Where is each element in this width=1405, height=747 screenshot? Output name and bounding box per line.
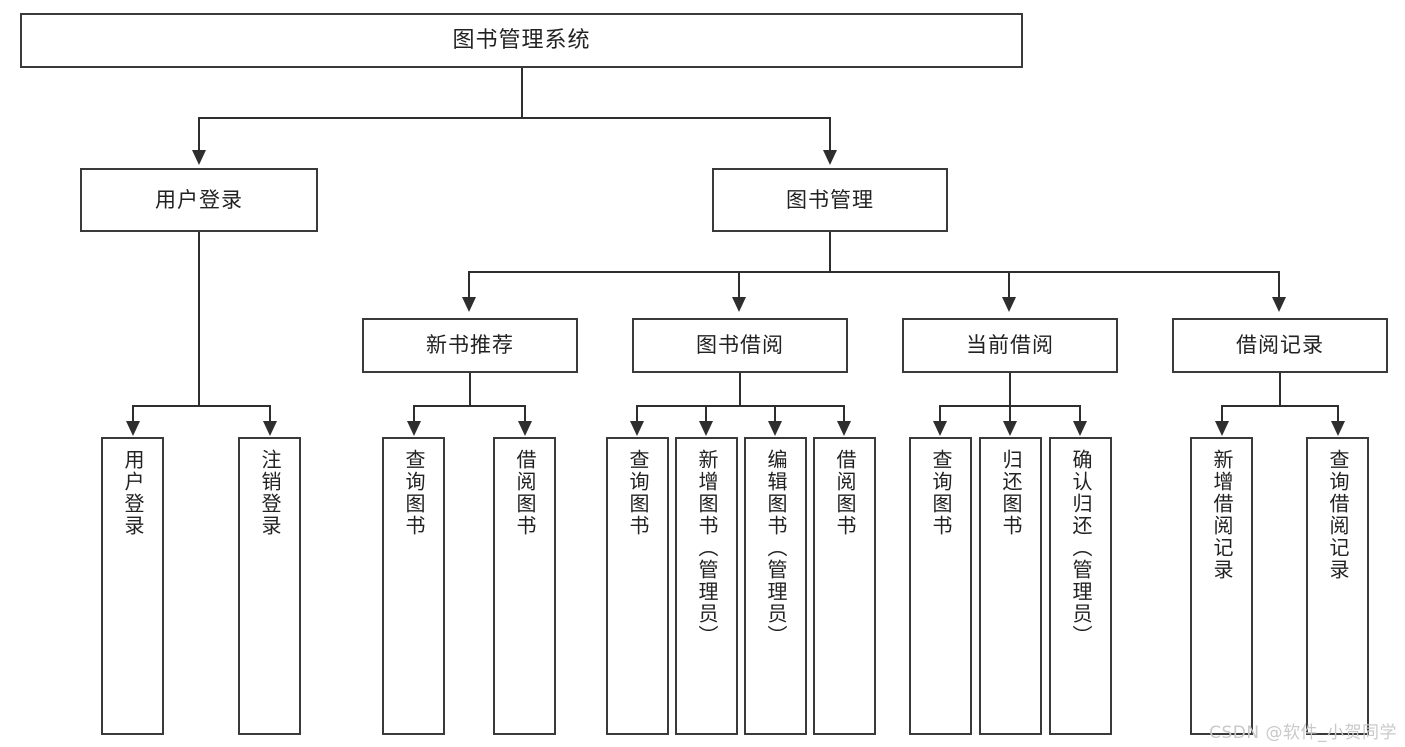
node-book-management[interactable]: 图书管理 [712,168,948,232]
arrow-bb-to-leaf-4 [837,421,851,436]
watermark-text: CSDN @软件_小贺同学 [1209,723,1397,743]
edge-root-to-user-login [198,117,200,153]
leaf-user-login-login[interactable]: 用户登录 [101,437,164,735]
edge-borrow-record-bus [1222,405,1338,407]
arrow-root-to-user-login [192,150,206,165]
edge-root-bus [199,117,831,119]
edge-nb-to-leaf-2 [524,405,526,423]
node-label: 图书管理系统 [452,27,591,53]
node-borrow-record[interactable]: 借阅记录 [1172,318,1388,373]
edge-bm-to-book-borrow [738,271,740,299]
edge-br-to-leaf-2 [1337,405,1339,423]
arrow-br-to-leaf-1 [1215,421,1229,436]
edge-borrow-record-stem [1279,373,1281,405]
edge-book-management-bus [469,271,1280,273]
leaf-book-borrow-borrow-book[interactable]: 借阅图书 [813,437,876,735]
edge-nb-to-leaf-1 [413,405,415,423]
node-current-borrow[interactable]: 当前借阅 [902,318,1118,373]
arrow-bm-to-new-book [462,297,476,312]
edge-book-borrow-bus [637,405,844,407]
node-book-borrow[interactable]: 图书借阅 [632,318,848,373]
node-label: 查询借阅记录 [1326,449,1350,581]
node-label: 新增借阅记录 [1210,449,1234,581]
edge-current-borrow-stem [1009,373,1011,405]
edge-cb-to-leaf-3 [1079,405,1081,423]
edge-user-login-to-leaf-2 [269,405,271,423]
node-label: 新增图书（管理员） [695,449,719,647]
leaf-book-borrow-query-book[interactable]: 查询图书 [606,437,669,735]
edge-bb-to-leaf-2 [705,405,707,423]
edge-bb-to-leaf-1 [636,405,638,423]
edge-new-book-stem [469,373,471,405]
node-label: 用户登录 [121,449,145,537]
edge-cb-to-leaf-1 [939,405,941,423]
edge-bm-to-borrow-record [1278,271,1280,299]
node-label: 编辑图书（管理员） [764,449,788,647]
arrow-bb-to-leaf-1 [630,421,644,436]
edge-bm-to-new-book [468,271,470,299]
arrow-bm-to-current-borrow [1002,297,1016,312]
arrow-nb-to-leaf-1 [407,421,421,436]
edge-cb-to-leaf-2 [1009,405,1011,423]
leaf-current-borrow-confirm-return-admin[interactable]: 确认归还（管理员） [1049,437,1112,735]
node-new-book-recommend[interactable]: 新书推荐 [362,318,578,373]
node-label: 图书管理 [786,187,874,212]
node-label: 注销登录 [258,449,282,537]
leaf-new-book-borrow-book[interactable]: 借阅图书 [493,437,556,735]
edge-bb-to-leaf-4 [843,405,845,423]
arrow-bb-to-leaf-2 [699,421,713,436]
leaf-book-borrow-add-book-admin[interactable]: 新增图书（管理员） [675,437,738,735]
leaf-borrow-record-add-record[interactable]: 新增借阅记录 [1190,437,1253,735]
arrow-cb-to-leaf-2 [1003,421,1017,436]
edge-user-login-to-leaf-1 [132,405,134,423]
leaf-user-login-logout[interactable]: 注销登录 [238,437,301,735]
node-label: 查询图书 [929,449,953,537]
node-label: 借阅图书 [513,449,537,537]
edge-root-stem [521,68,523,117]
arrow-user-login-to-leaf-1 [126,421,140,436]
arrow-bb-to-leaf-3 [768,421,782,436]
edge-new-book-bus [414,405,525,407]
edge-book-borrow-stem [739,373,741,405]
arrow-bm-to-borrow-record [1272,297,1286,312]
edge-root-to-book-management [829,117,831,153]
edge-bm-to-current-borrow [1008,271,1010,299]
edge-book-management-stem [829,232,831,271]
arrow-user-login-to-leaf-2 [263,421,277,436]
leaf-borrow-record-query-record[interactable]: 查询借阅记录 [1306,437,1369,735]
arrow-nb-to-leaf-2 [518,421,532,436]
leaf-book-borrow-edit-book-admin[interactable]: 编辑图书（管理员） [744,437,807,735]
edge-bb-to-leaf-3 [774,405,776,423]
node-label: 借阅记录 [1236,333,1324,358]
node-label: 用户登录 [155,187,243,212]
edge-user-login-stem [198,232,200,405]
leaf-current-borrow-query-book[interactable]: 查询图书 [909,437,972,735]
arrow-cb-to-leaf-3 [1073,421,1087,436]
node-user-login[interactable]: 用户登录 [80,168,318,232]
arrow-br-to-leaf-2 [1331,421,1345,436]
node-label: 借阅图书 [833,449,857,537]
node-root-book-management-system[interactable]: 图书管理系统 [20,13,1023,68]
node-label: 确认归还（管理员） [1069,449,1093,647]
edge-user-login-bus [133,405,270,407]
node-label: 归还图书 [999,449,1023,537]
leaf-current-borrow-return-book[interactable]: 归还图书 [979,437,1042,735]
node-label: 新书推荐 [426,333,514,358]
node-label: 图书借阅 [696,333,784,358]
node-label: 查询图书 [402,449,426,537]
arrow-bm-to-book-borrow [732,297,746,312]
arrow-cb-to-leaf-1 [933,421,947,436]
edge-br-to-leaf-1 [1221,405,1223,423]
leaf-new-book-query-book[interactable]: 查询图书 [382,437,445,735]
node-label: 查询图书 [626,449,650,537]
node-label: 当前借阅 [966,333,1054,358]
arrow-root-to-book-management [823,150,837,165]
